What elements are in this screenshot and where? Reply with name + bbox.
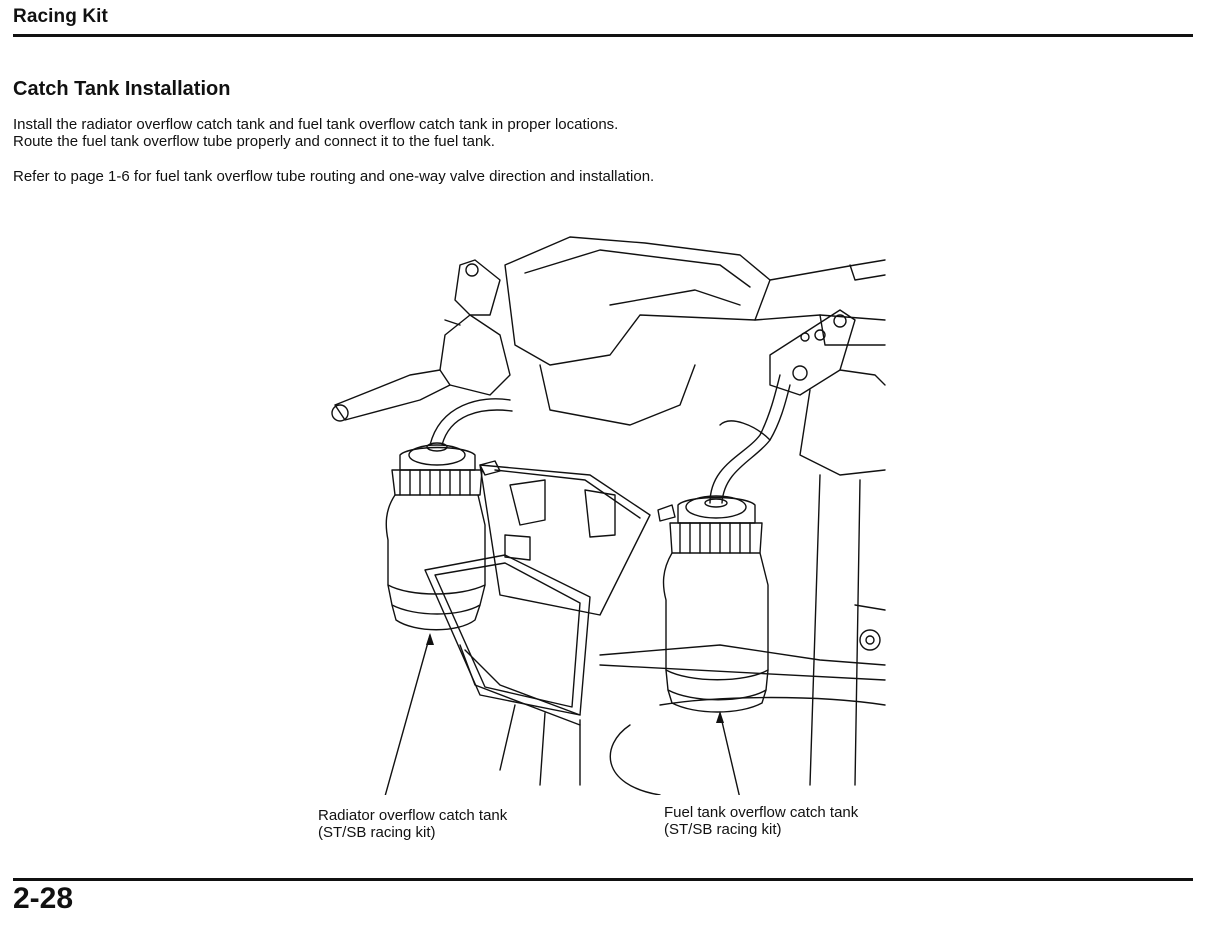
page-number: 2-28 — [13, 882, 74, 915]
instruction-paragraph: Install the radiator overflow catch tank… — [13, 116, 618, 150]
page-header-title: Racing Kit — [13, 6, 108, 27]
instruction-line-1: Install the radiator overflow catch tank… — [13, 116, 619, 133]
fuel-catch-tank-callout: Fuel tank overflow catch tank (ST/SB rac… — [664, 804, 858, 838]
footer-rule — [13, 878, 1193, 881]
fuel-callout-line-2: (ST/SB racing kit) — [664, 821, 782, 838]
instruction-line-2: Route the fuel tank overflow tube proper… — [13, 133, 495, 150]
reference-paragraph: Refer to page 1-6 for fuel tank overflow… — [13, 168, 655, 185]
header-rule — [13, 34, 1193, 37]
radiator-callout-line-1: Radiator overflow catch tank — [318, 807, 508, 824]
radiator-catch-tank-callout: Radiator overflow catch tank (ST/SB raci… — [318, 807, 507, 841]
fuel-callout-line-1: Fuel tank overflow catch tank — [664, 804, 859, 821]
radiator-callout-line-2: (ST/SB racing kit) — [318, 824, 436, 841]
section-title: Catch Tank Installation — [13, 78, 231, 100]
catch-tank-illustration — [300, 225, 900, 795]
